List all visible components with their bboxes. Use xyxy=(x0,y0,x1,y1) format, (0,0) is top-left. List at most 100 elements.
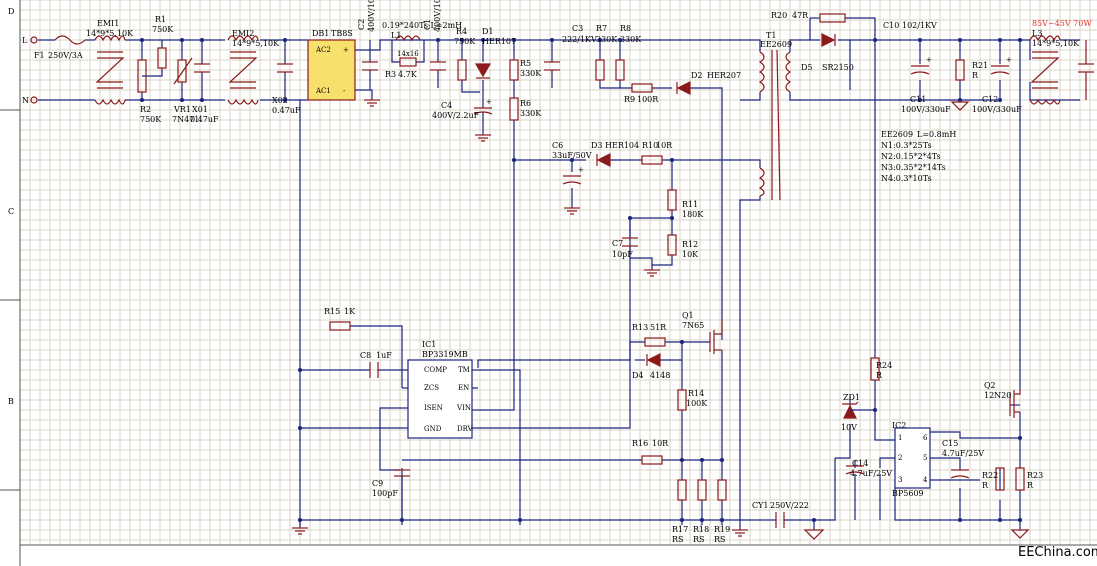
svg-text:EMI1: EMI1 xyxy=(97,19,119,28)
svg-text:ZD1: ZD1 xyxy=(843,393,860,402)
svg-text:ISEN: ISEN xyxy=(424,404,443,412)
electrolytic-capacitor-c4: + C4 400V/2.2uF xyxy=(432,98,493,120)
electrolytic-capacitor-c6: + C6 33uF/50V xyxy=(552,141,592,185)
svg-text:1: 1 xyxy=(898,434,902,442)
common-mode-choke-emi1: EMI1 14*9*5,10K xyxy=(86,19,134,105)
svg-text:C2: C2 xyxy=(357,19,366,30)
svg-text:400V/2.2uF: 400V/2.2uF xyxy=(432,111,480,120)
svg-text:250V/3A: 250V/3A xyxy=(48,51,83,60)
svg-text:1K: 1K xyxy=(344,307,356,316)
ground-symbols xyxy=(292,99,1030,540)
svg-text:HER104: HER104 xyxy=(605,141,639,150)
resistor-r17: R17 RS xyxy=(672,479,688,544)
capacitor-c7: C7 10pF xyxy=(612,237,638,259)
svg-text:400V/104: 400V/104 xyxy=(367,0,376,32)
capacitor-c3: C3 222/1KV xyxy=(544,24,597,71)
svg-text:SR2150: SR2150 xyxy=(822,63,854,72)
frame-letter-b: B xyxy=(8,397,14,406)
svg-text:750K: 750K xyxy=(454,37,476,46)
electrolytic-capacitor-c11: + C11 100V/330uF xyxy=(901,56,951,114)
svg-text:12N20: 12N20 xyxy=(984,391,1011,400)
resistor-r1: R1 750K xyxy=(152,15,174,69)
svg-text:7N65: 7N65 xyxy=(682,321,704,330)
svg-text:N4:0.3*10Ts: N4:0.3*10Ts xyxy=(881,174,932,183)
resistor-r11: R11 180K xyxy=(667,189,704,219)
ground-symbol xyxy=(564,207,580,215)
svg-text:R20: R20 xyxy=(771,11,787,20)
svg-text:R16: R16 xyxy=(632,439,648,448)
svg-text:N2:0.15*2*4Ts: N2:0.15*2*4Ts xyxy=(881,152,941,161)
resistor-r23: R23 R xyxy=(1015,467,1043,491)
capacitor-x02: X02 0.47uF xyxy=(272,63,301,115)
svg-text:7N471: 7N471 xyxy=(172,115,199,124)
svg-text:0.47uF: 0.47uF xyxy=(272,106,301,115)
svg-text:L1: L1 xyxy=(391,31,401,40)
svg-text:10R: 10R xyxy=(656,141,673,150)
svg-text:4.7K: 4.7K xyxy=(398,70,418,79)
common-mode-choke-emi2: EMI2 14*9*5,10K xyxy=(227,29,280,105)
svg-text:RS: RS xyxy=(714,535,726,544)
svg-text:D1: D1 xyxy=(482,27,494,36)
svg-text:10K: 10K xyxy=(682,250,699,259)
svg-text:100V/330uF: 100V/330uF xyxy=(972,105,1022,114)
svg-text:IC2: IC2 xyxy=(892,421,906,430)
svg-text:0.19*240Ts L=2mH: 0.19*240Ts L=2mH xyxy=(382,21,462,30)
varistor-vr1: VR1 7N471 xyxy=(172,57,199,124)
line-terminal-label: L xyxy=(22,36,28,45)
resistor-r9: R9 100R xyxy=(624,83,659,104)
svg-text:10pF: 10pF xyxy=(612,250,633,259)
svg-text:R6: R6 xyxy=(520,99,531,108)
svg-text:F1: F1 xyxy=(34,51,45,60)
svg-text:TB8S: TB8S xyxy=(331,29,353,38)
svg-text:330K: 330K xyxy=(620,35,642,44)
svg-text:100R: 100R xyxy=(637,95,659,104)
svg-text:-: - xyxy=(343,87,346,95)
resistor-r10: R10 10R xyxy=(641,141,673,165)
resistor-r19: R19 RS xyxy=(714,479,730,544)
common-mode-choke-l3: L3 14*9*5,10K 85V~45V 70W xyxy=(1029,19,1094,105)
svg-text:102/1KV: 102/1KV xyxy=(902,21,937,30)
svg-text:D5: D5 xyxy=(801,63,813,72)
svg-text:EMI2: EMI2 xyxy=(232,29,254,38)
resistor-r20: R20 47R xyxy=(771,11,846,23)
ground-symbol xyxy=(732,525,748,537)
ground-symbol xyxy=(475,134,491,142)
frame-letter-c: C xyxy=(8,207,14,216)
resistor-r5: R5 330K xyxy=(509,59,542,81)
svg-text:+: + xyxy=(926,56,932,64)
capacitor-c2: C2 400V/104 xyxy=(357,0,378,71)
svg-text:EN: EN xyxy=(458,384,469,392)
svg-text:EE2609: EE2609 xyxy=(760,40,792,49)
svg-text:L=0.8mH: L=0.8mH xyxy=(917,130,956,139)
svg-text:BP3319MB: BP3319MB xyxy=(422,350,468,359)
svg-text:100pF: 100pF xyxy=(372,489,398,498)
svg-text:100K: 100K xyxy=(686,399,708,408)
diode-d4: D4 4148 xyxy=(632,353,670,380)
svg-text:R3: R3 xyxy=(385,70,396,79)
mosfet-q1: Q1 7N65 xyxy=(682,311,723,354)
capacitor-c10: C10 102/1KV xyxy=(883,21,937,30)
svg-text:330K: 330K xyxy=(520,109,542,118)
svg-text:330K: 330K xyxy=(520,69,542,78)
resistor-r12: R12 10K xyxy=(667,234,699,259)
svg-text:R24: R24 xyxy=(876,361,892,370)
svg-text:R: R xyxy=(1027,481,1034,490)
svg-text:47R: 47R xyxy=(792,11,809,20)
svg-text:C12: C12 xyxy=(982,95,998,104)
svg-text:R22: R22 xyxy=(982,471,998,480)
svg-text:C10: C10 xyxy=(883,21,899,30)
svg-text:HER207: HER207 xyxy=(707,71,741,80)
resistor-r24: R24 R xyxy=(870,357,892,381)
resistor-r15: R15 1K xyxy=(324,307,356,331)
resistor-r8: R8 330K xyxy=(615,24,642,81)
svg-text:D4: D4 xyxy=(632,371,644,380)
svg-text:IC1: IC1 xyxy=(422,340,436,349)
svg-text:750K: 750K xyxy=(140,115,162,124)
svg-text:C3: C3 xyxy=(572,24,583,33)
svg-text:14*9*5,10K: 14*9*5,10K xyxy=(86,29,134,38)
diode-d3: D3 HER104 xyxy=(591,141,639,167)
svg-text:X02: X02 xyxy=(272,96,288,105)
svg-text:VR1: VR1 xyxy=(173,105,191,114)
resistor-r14: R14 100K xyxy=(677,389,708,411)
